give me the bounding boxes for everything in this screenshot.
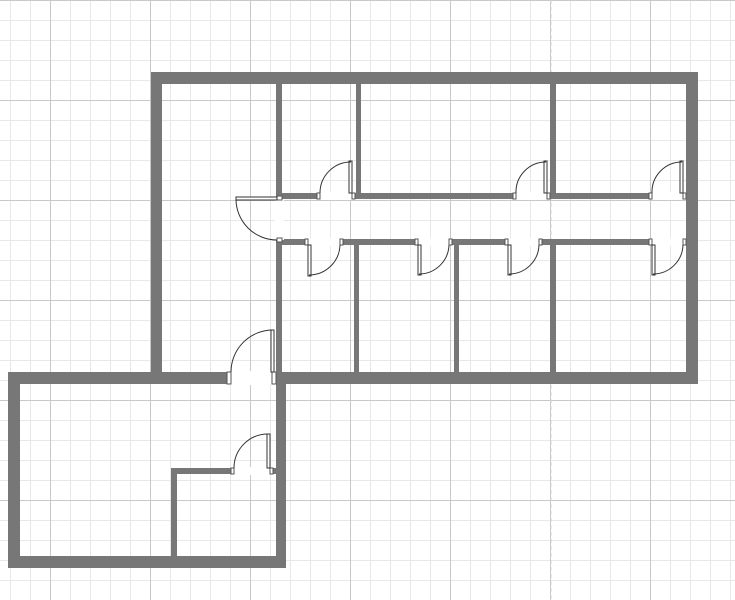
room-south-office-1[interactable] [282, 245, 354, 374]
wall-corridor-north[interactable] [282, 193, 686, 199]
door-jamb [414, 238, 419, 246]
door-swing-icon [230, 329, 274, 373]
wall-south-divider-1[interactable] [354, 245, 359, 372]
door-swing-icon [235, 198, 278, 241]
wall-closet-left[interactable] [171, 468, 177, 556]
room-north-office-3[interactable] [556, 84, 686, 193]
door-jamb [316, 192, 321, 200]
door-swing-icon [418, 244, 450, 275]
wall-corridor-south[interactable] [282, 239, 686, 245]
wall-upper-bottom[interactable] [276, 372, 698, 384]
door-swing-icon [515, 161, 547, 194]
door-leaf [543, 160, 548, 194]
wall-annex-top[interactable] [8, 372, 286, 384]
opening-south-office-2 [418, 238, 449, 246]
wall-south-divider-2[interactable] [454, 245, 459, 372]
opening-north-office-2 [516, 192, 547, 200]
room-storage-closet[interactable] [177, 474, 276, 556]
door-hall-annex[interactable] [226, 329, 277, 385]
door-leaf [235, 196, 278, 201]
door-swing-icon [308, 244, 341, 276]
opening-south-office-3 [508, 238, 539, 246]
door-leaf [307, 244, 312, 277]
door-storage-closet[interactable] [230, 433, 274, 475]
door-swing-icon [319, 161, 352, 194]
wall-north-divider-2[interactable] [550, 84, 556, 193]
door-swing-icon [651, 161, 683, 194]
opening-north-office-3 [652, 192, 683, 200]
door-jamb [276, 237, 283, 243]
door-jamb [339, 238, 344, 246]
door-north-office-2[interactable] [512, 160, 551, 200]
opening-north-office-1 [320, 192, 352, 200]
door-leaf [270, 329, 275, 373]
door-leaf [348, 160, 353, 194]
room-areas [20, 84, 686, 556]
door-swing-icon [233, 433, 269, 469]
door-jamb [230, 467, 235, 475]
room-north-office-1[interactable] [282, 84, 356, 193]
door-jamb [682, 238, 687, 246]
door-jamb [271, 371, 277, 385]
wall-upper-right[interactable] [686, 72, 698, 384]
door-jamb [504, 238, 509, 246]
door-north-office-3[interactable] [648, 160, 687, 200]
door-jamb [546, 192, 551, 200]
door-west-hall-corridor[interactable] [235, 195, 283, 243]
door-jamb [648, 192, 653, 200]
opening-hall-annex [230, 371, 276, 385]
wall-north-divider-1[interactable] [356, 84, 361, 193]
door-leaf [679, 160, 684, 194]
door-jamb [682, 192, 687, 200]
room-south-office-4[interactable] [556, 245, 686, 374]
door-north-office-1[interactable] [316, 160, 356, 200]
door-jamb [276, 195, 283, 201]
door-swing-icon [508, 244, 540, 275]
room-west-hall[interactable] [162, 84, 276, 374]
door-south-office-1[interactable] [304, 238, 344, 277]
door-jamb [304, 238, 309, 246]
door-jamb [648, 238, 653, 246]
room-south-office-3[interactable] [459, 245, 550, 374]
door-jamb [512, 192, 517, 200]
room-corridor[interactable] [282, 199, 686, 239]
door-jamb [351, 192, 356, 200]
room-south-office-2[interactable] [359, 245, 454, 374]
door-leaf [507, 244, 512, 276]
door-leaf [266, 433, 271, 469]
door-leaf [417, 244, 422, 276]
opening-south-office-4 [652, 238, 683, 246]
door-south-office-4[interactable] [648, 238, 687, 276]
door-south-office-3[interactable] [504, 238, 543, 276]
door-openings [230, 192, 683, 475]
door-jamb [226, 371, 232, 385]
opening-west-hall-corridor [275, 200, 284, 240]
opening-south-office-1a [308, 238, 340, 246]
wall-annex-right[interactable] [276, 372, 286, 568]
door-jamb [269, 467, 274, 475]
opening-storage-closet [234, 467, 270, 475]
door-leaf [651, 244, 656, 276]
door-swing-icon [652, 244, 684, 275]
wall-upper-left[interactable] [151, 72, 162, 378]
wall-south-divider-3[interactable] [550, 245, 556, 372]
door-jamb [448, 238, 453, 246]
door-jamb [538, 238, 543, 246]
wall-annex-bottom[interactable] [8, 556, 286, 568]
wall-annex-left[interactable] [8, 372, 20, 568]
wall-upper-top[interactable] [151, 72, 698, 84]
wall-closet-top[interactable] [171, 468, 276, 474]
room-north-office-2[interactable] [361, 84, 550, 193]
walls [8, 72, 698, 568]
doors [226, 160, 687, 475]
door-south-office-2[interactable] [414, 238, 453, 276]
